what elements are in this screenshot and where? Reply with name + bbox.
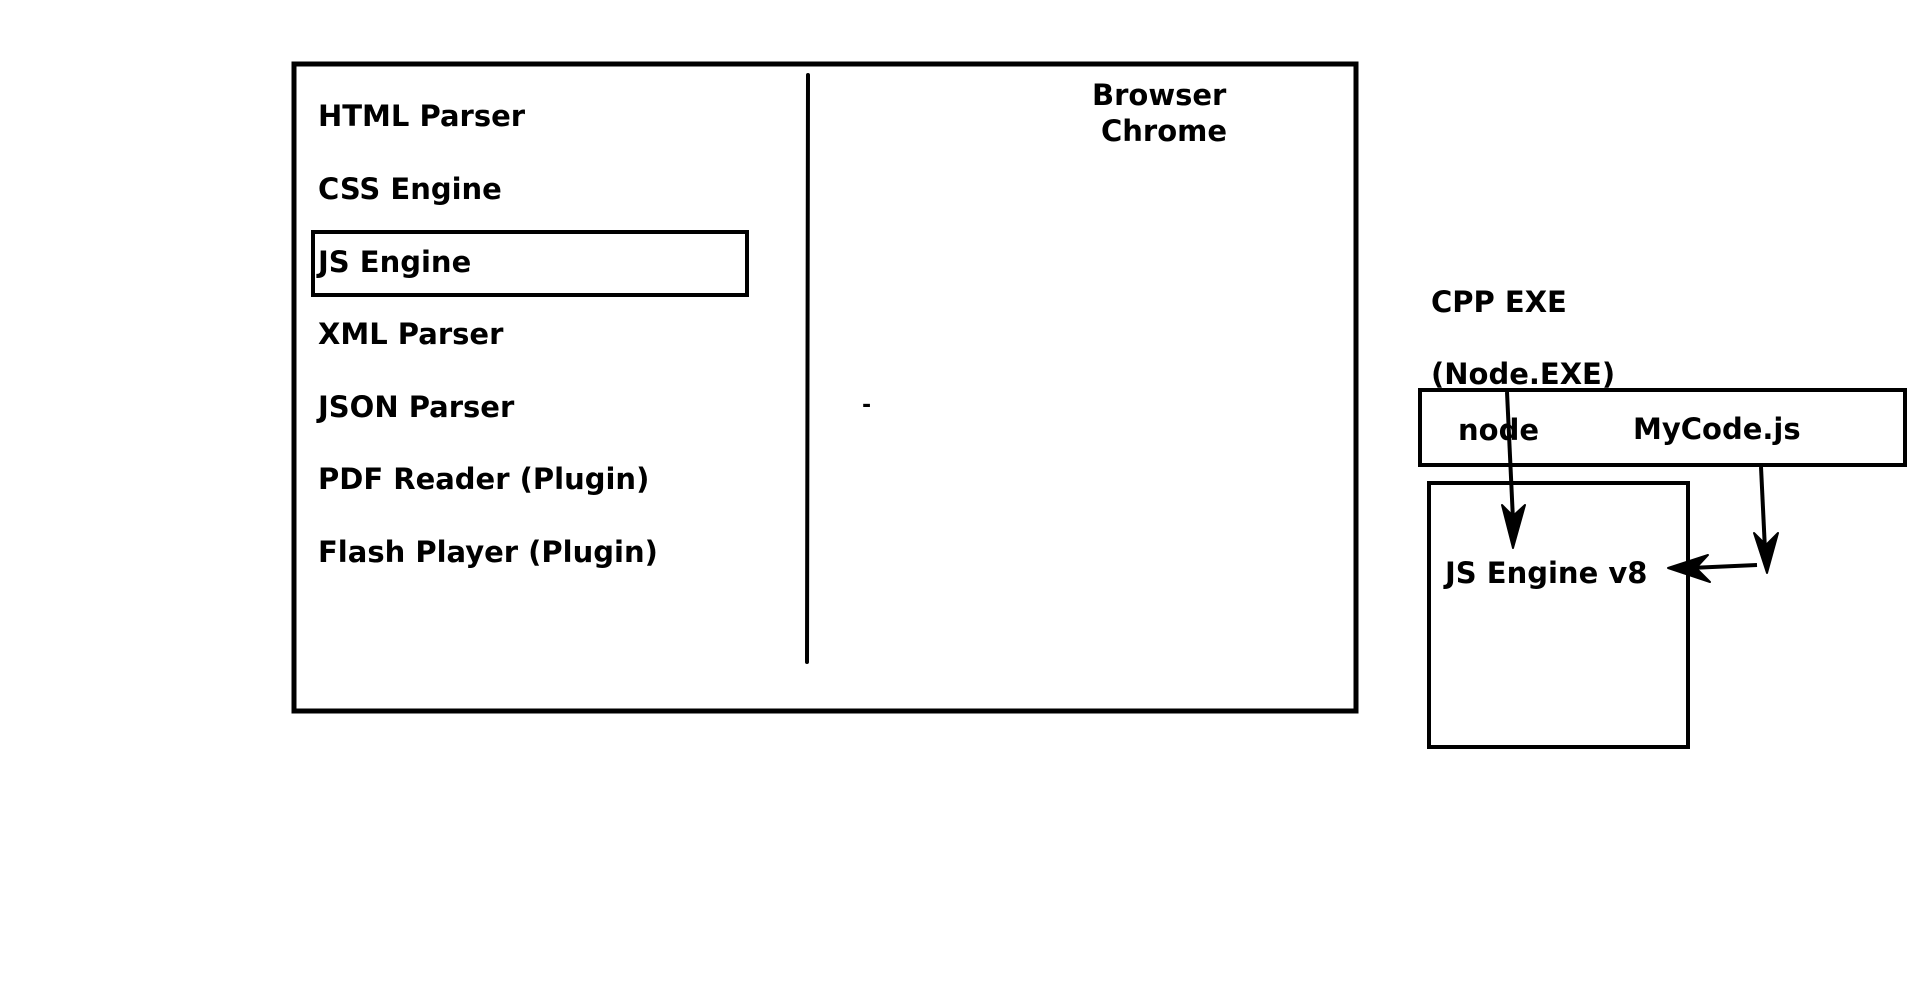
mycode-to-engine-arrow (1667, 554, 1758, 583)
node-command-program: node (1458, 413, 1539, 447)
node-command-script: MyCode.js (1633, 412, 1801, 446)
v8-engine-label: JS Engine v8 (1445, 556, 1648, 590)
component-html-parser: HTML Parser (318, 99, 526, 133)
cpp-exe-label: CPP EXE (1431, 285, 1567, 319)
js-engine-highlight-box (311, 230, 749, 297)
component-xml-parser: XML Parser (318, 317, 504, 351)
v8-engine-box (1427, 481, 1690, 749)
stray-mark: - (862, 393, 872, 418)
browser-title-line2: Chrome (1101, 114, 1228, 148)
component-js-engine: JS Engine (318, 245, 472, 279)
component-css-engine: CSS Engine (318, 172, 502, 206)
browser-divider (805, 73, 810, 664)
node-exe-label: (Node.EXE) (1431, 357, 1616, 391)
browser-title-line1: Browser (1092, 78, 1227, 112)
mycode-down-arrow (1753, 466, 1779, 574)
node-to-engine-arrow (1501, 391, 1526, 549)
browser-box (291, 61, 1359, 714)
component-pdf-reader: PDF Reader (Plugin) (318, 462, 650, 496)
component-json-parser: JSON Parser (318, 390, 515, 424)
node-command-box (1418, 388, 1907, 467)
component-flash-player: Flash Player (Plugin) (318, 535, 658, 569)
